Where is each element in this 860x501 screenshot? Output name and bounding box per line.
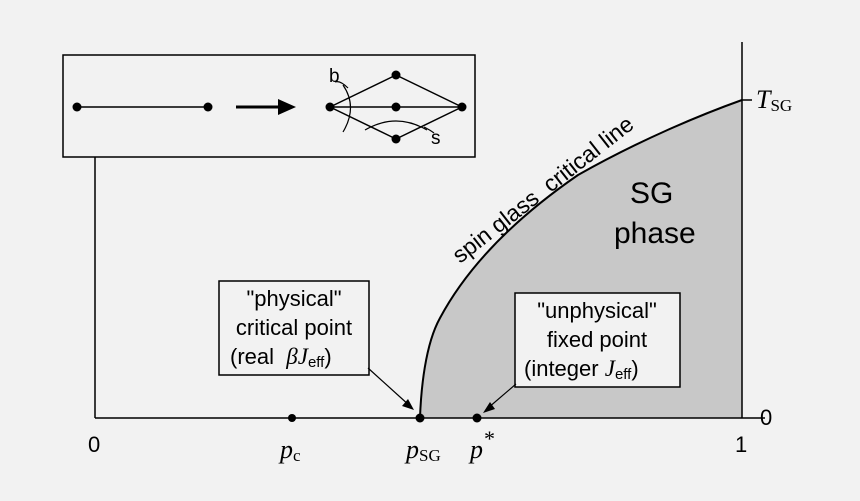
site-label: s <box>431 128 441 149</box>
unphysical-pointer-arrowhead <box>483 402 495 413</box>
unphysical-callout-box <box>514 292 681 388</box>
x-start-label: 0 <box>88 432 100 457</box>
critical-line <box>419 99 743 419</box>
inset-cell-bond <box>395 106 463 140</box>
physical-line2: critical point <box>236 315 352 340</box>
inset-cell-bond <box>395 74 463 108</box>
bond-label: b <box>329 66 340 87</box>
x-end-label: 1 <box>735 432 747 457</box>
inset-node <box>72 102 82 112</box>
inset-node <box>457 102 467 112</box>
inset-node <box>203 102 213 112</box>
unphysical-line1: "unphysical" <box>537 298 657 323</box>
physical-line3: (real βJeff) <box>230 344 332 371</box>
t-sg-label: TSG <box>756 85 792 115</box>
inset-cell-bond <box>329 74 397 108</box>
unphysical-pointer-line <box>487 383 517 409</box>
p-star-point <box>472 413 482 423</box>
physical-line1: "physical" <box>246 286 341 311</box>
bond-arc <box>342 84 352 133</box>
p-sg-point <box>415 413 425 423</box>
p-sg-label: pSG <box>404 435 441 465</box>
inset-node <box>391 70 401 80</box>
y-bottom-label: 0 <box>760 405 772 430</box>
p-c-label: pc <box>278 435 301 465</box>
p-c-point <box>288 414 296 422</box>
p-star-label: p* <box>468 426 495 464</box>
unphysical-line3: (integer Jeff) <box>524 356 639 383</box>
inset-cell-bond <box>329 106 397 140</box>
inset-node <box>325 102 335 112</box>
physical-callout-box <box>218 280 370 376</box>
sg-phase-label-2: phase <box>614 217 696 250</box>
bond-pointer <box>334 81 349 89</box>
site-arc <box>364 120 428 131</box>
site-pointer <box>423 126 435 134</box>
inset-node <box>391 134 401 144</box>
unphysical-line2: fixed point <box>547 327 647 352</box>
inset-node <box>391 102 401 112</box>
physical-pointer-arrowhead <box>402 399 414 410</box>
physical-pointer-line <box>367 367 411 407</box>
sg-phase-label-1: SG <box>630 177 673 210</box>
arrow-right-icon <box>278 99 296 115</box>
